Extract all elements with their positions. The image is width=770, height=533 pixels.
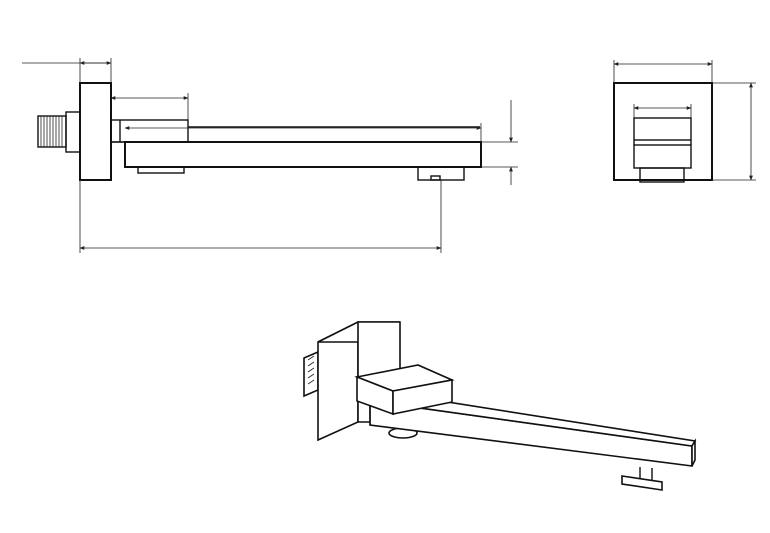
isometric-view [303, 320, 697, 491]
diverter-outlet [137, 166, 185, 174]
front-wall-plate [613, 82, 713, 181]
handle-block [110, 119, 189, 143]
spout-body [124, 141, 482, 168]
front-view [613, 60, 756, 183]
thread-connector [37, 111, 81, 153]
side-view [22, 58, 518, 253]
wall-plate [79, 82, 112, 181]
spout-outlet [417, 166, 465, 181]
front-handle [633, 117, 692, 141]
iso-thread [303, 350, 319, 398]
